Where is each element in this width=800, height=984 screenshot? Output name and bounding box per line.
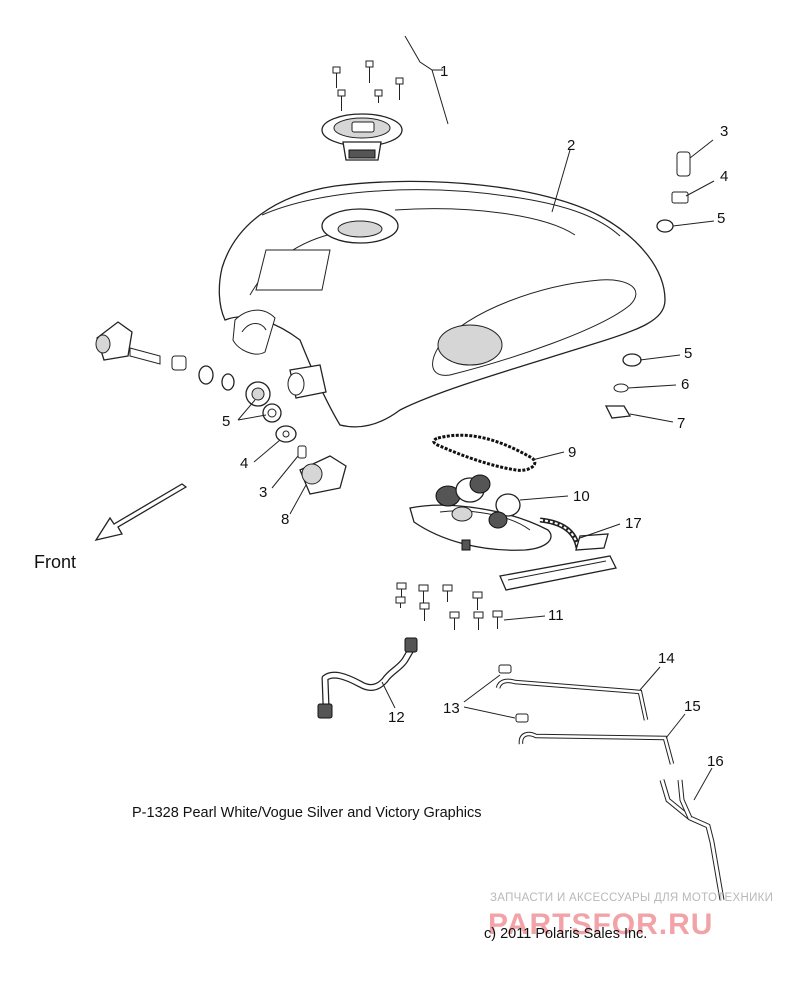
- callout-14: 14: [658, 650, 675, 667]
- cap-screws: [332, 60, 404, 111]
- fuel-level-sender: [499, 517, 617, 591]
- watermark-logo: PARTSFOR.RU: [488, 908, 713, 941]
- callout-10: 10: [573, 488, 590, 505]
- callout-16: 16: [707, 753, 724, 770]
- callout-13: 13: [443, 700, 460, 717]
- copyright-text: c) 2011 Polaris Sales Inc.: [484, 926, 647, 942]
- callout-15: 15: [684, 698, 701, 715]
- callout-6: 6: [681, 376, 689, 393]
- fuel-tank: [218, 180, 666, 428]
- fuel-cap-assembly: [321, 60, 404, 161]
- front-label: Front: [34, 552, 76, 572]
- callout-4-left: 4: [240, 455, 248, 472]
- watermark-tagline: ЗАПЧАСТИ И АКСЕССУАРЫ ДЛЯ МОТОТЕХНИКИ: [490, 892, 773, 904]
- watermark: ЗАПЧАСТИ И АКСЕССУАРЫ ДЛЯ МОТОТЕХНИКИ PA…: [488, 892, 773, 941]
- fuel-pump-assembly: [409, 474, 552, 551]
- vent-lines: [495, 678, 675, 765]
- callout-4-right: 4: [720, 168, 728, 185]
- vent-y-hose: [659, 779, 725, 901]
- callout-1: 1: [440, 63, 448, 80]
- callout-11: 11: [548, 607, 564, 624]
- callout-5-right-mid: 5: [684, 345, 692, 362]
- fuel-pump-gasket: [432, 433, 537, 472]
- callout-5-left: 5: [222, 413, 230, 430]
- diagram-caption: P-1328 Pearl White/Vogue Silver and Vict…: [132, 805, 482, 821]
- callout-3-left: 3: [259, 484, 267, 501]
- callout-labels: 1 2 3 4 5 5 6 7 5 4 3 8 9 10 17 11 12 13…: [222, 63, 728, 770]
- callout-17: 17: [625, 515, 642, 532]
- callout-3-right: 3: [720, 123, 728, 140]
- callout-8: 8: [281, 511, 289, 528]
- callout-5-right-top: 5: [717, 210, 725, 227]
- callout-7: 7: [677, 415, 685, 432]
- leader-lines: [237, 35, 715, 801]
- callout-2: 2: [567, 137, 575, 154]
- front-direction-arrow: Front: [34, 483, 188, 572]
- left-mount-hardware: [95, 321, 347, 495]
- fuel-hose-12: [317, 637, 418, 719]
- callout-12: 12: [388, 709, 405, 726]
- callout-9: 9: [568, 444, 576, 461]
- vent-fittings: [498, 664, 529, 723]
- pump-screws: [395, 582, 503, 630]
- right-mount-hardware: [604, 151, 691, 419]
